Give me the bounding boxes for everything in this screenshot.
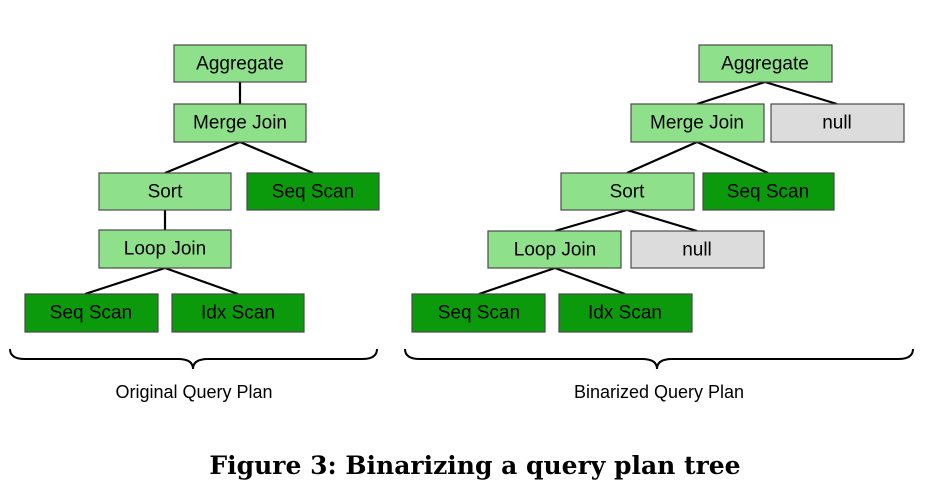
binarized-null-bottom-node: null [630, 230, 765, 269]
binarized-loop-join-label: Loop Join [514, 240, 596, 261]
binarized-aggregate-node: Aggregate [698, 44, 833, 83]
original-loop-join-label: Loop Join [124, 239, 206, 260]
binarized-plan-label: Binarized Query Plan [574, 382, 744, 402]
original-plan-brace [9, 348, 378, 370]
binarized-idx-scan-node: Idx Scan [558, 293, 693, 333]
figure-caption: Figure 3: Binarizing a query plan tree [209, 451, 740, 480]
binarized-plan-edges [478, 80, 838, 296]
original-plan-edges [84, 82, 314, 296]
binarized-merge-join-label: Merge Join [650, 113, 744, 134]
binarized-seq-scan-left-label: Seq Scan [438, 303, 520, 324]
binarized-loop-join-node: Loop Join [487, 230, 622, 269]
binarized-null-top-node: null [770, 103, 905, 143]
original-sort-label: Sort [148, 182, 184, 203]
original-idx-scan-label: Idx Scan [201, 303, 275, 324]
binarized-seq-scan-left-node: Seq Scan [411, 293, 546, 333]
binarized-plan-brace [404, 348, 914, 370]
binarized-seq-scan-right-label: Seq Scan [727, 182, 809, 203]
original-seq-scan-left-node: Seq Scan [24, 293, 159, 333]
binarized-sort-node: Sort [560, 172, 695, 211]
original-merge-join-label: Merge Join [193, 113, 287, 134]
binarized-aggregate-label: Aggregate [721, 54, 809, 75]
original-plan: Aggregate Merge Join Sort Seq Scan Loop … [24, 44, 380, 333]
original-seq-scan-right-node: Seq Scan [246, 172, 380, 211]
original-aggregate-node: Aggregate [173, 44, 307, 83]
original-seq-scan-right-label: Seq Scan [272, 182, 354, 203]
binarized-sort-label: Sort [610, 182, 646, 203]
original-seq-scan-left-label: Seq Scan [50, 303, 132, 324]
original-loop-join-node: Loop Join [98, 229, 232, 269]
binarized-null-bottom-label: null [682, 240, 712, 261]
binarized-plan: Aggregate Merge Join null Sort Seq Scan … [411, 44, 905, 333]
original-aggregate-label: Aggregate [196, 54, 284, 75]
original-merge-join-node: Merge Join [173, 103, 307, 143]
original-sort-node: Sort [98, 172, 232, 211]
binarized-seq-scan-right-node: Seq Scan [702, 172, 835, 211]
binarized-null-top-label: null [822, 113, 852, 134]
original-plan-label: Original Query Plan [115, 382, 272, 402]
binarized-idx-scan-label: Idx Scan [588, 303, 662, 324]
binarized-merge-join-node: Merge Join [630, 103, 765, 143]
original-idx-scan-node: Idx Scan [171, 293, 305, 333]
